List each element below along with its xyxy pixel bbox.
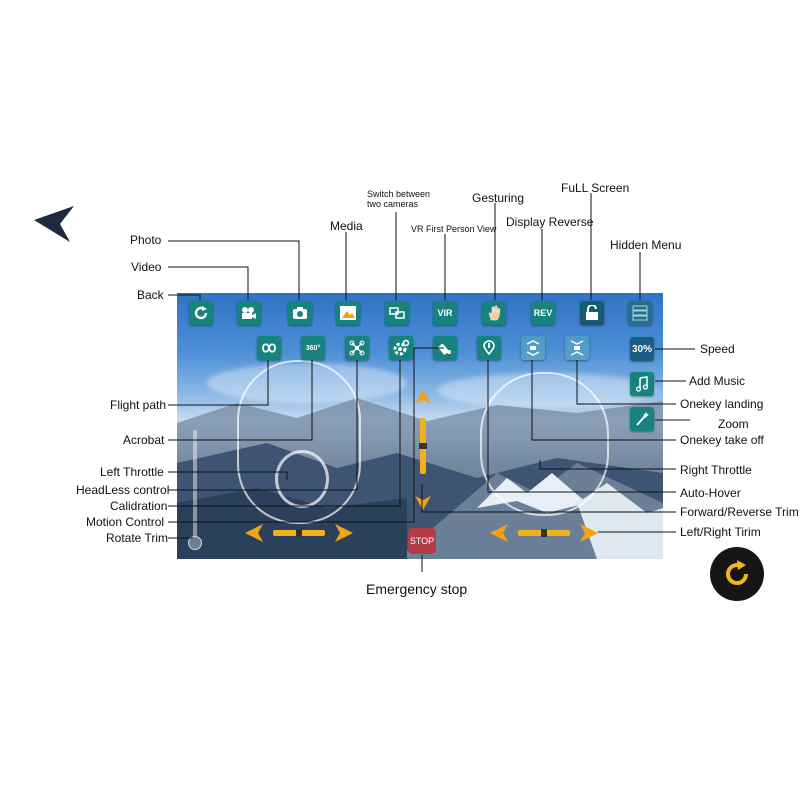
camera-icon: [293, 307, 307, 319]
calibration-button[interactable]: [389, 336, 413, 360]
label-left-right-trim: Left/Right Tirim: [680, 525, 761, 539]
emergency-stop-button[interactable]: STOP: [408, 528, 436, 554]
infinity-path-icon: [262, 343, 276, 353]
landing-arrows-icon: [570, 340, 584, 356]
label-calibration: Calidration: [110, 499, 168, 513]
back-button[interactable]: [189, 301, 213, 325]
label-flight-path: Flight path: [110, 398, 167, 412]
label-media: Media: [330, 219, 363, 233]
label-auto-hover: Auto-Hover: [680, 486, 741, 500]
label-acrobat: Acrobat: [123, 433, 165, 447]
takeoff-arrows-icon: [526, 340, 540, 356]
label-headless: HeadLess control: [76, 483, 170, 497]
switch-camera-button[interactable]: [385, 301, 409, 325]
rotate-trim-track[interactable]: [193, 430, 197, 538]
left-horizontal-trim[interactable]: [245, 522, 353, 544]
full-screen-button[interactable]: [580, 301, 604, 325]
unlock-icon: [586, 305, 598, 320]
label-photo: Photo: [130, 233, 162, 247]
location-pin-icon: [483, 340, 495, 356]
label-back: Back: [137, 288, 164, 302]
video-button[interactable]: [237, 301, 261, 325]
label-video: Video: [131, 260, 162, 274]
zoom-button[interactable]: [630, 407, 654, 431]
label-left-throttle: Left Throttle: [100, 465, 164, 479]
auto-hover-button[interactable]: [477, 336, 501, 360]
label-add-music: Add Music: [689, 374, 746, 388]
right-joystick-ring[interactable]: [480, 372, 609, 516]
vr-button[interactable]: VIR: [433, 301, 457, 325]
video-camera-icon: [242, 307, 256, 319]
add-music-button[interactable]: [630, 372, 654, 396]
photo-button[interactable]: [288, 301, 312, 325]
back-nav-arrow-icon[interactable]: [30, 200, 76, 246]
label-display-reverse: Display Reverse: [506, 215, 594, 229]
grid-menu-icon: [632, 305, 648, 321]
hidden-menu-button[interactable]: [628, 301, 652, 325]
label-fwd-rev-trim: Forward/Reverse Trim: [680, 505, 799, 519]
gallery-icon: [340, 306, 356, 320]
gear-icon: [393, 339, 410, 356]
label-emergency-stop: Emergency stop: [366, 581, 468, 597]
rotate-trim-handle[interactable]: [188, 536, 202, 550]
label-speed: Speed: [700, 342, 735, 356]
refresh-icon: [194, 306, 208, 320]
speed-button[interactable]: 30%: [630, 337, 654, 361]
label-hidden-menu: Hidden Menu: [610, 238, 682, 252]
label-full-screen: FuLL Screen: [561, 181, 630, 195]
rotate-screen-button[interactable]: [710, 547, 764, 601]
label-motion-control: Motion Control: [86, 515, 165, 529]
label-gesturing: Gesturing: [472, 191, 525, 205]
music-note-icon: [635, 376, 649, 392]
drone-icon: [349, 340, 365, 356]
label-zoom: Zoom: [718, 417, 749, 431]
label-onekey-takeoff: Onekey take off: [680, 433, 764, 447]
flight-path-button[interactable]: [257, 336, 281, 360]
label-switch-cameras: Switch between two cameras: [367, 189, 431, 209]
hand-icon: [488, 305, 501, 321]
satellite-icon: [437, 343, 451, 356]
gesture-button[interactable]: [482, 301, 506, 325]
display-reverse-button[interactable]: REV: [531, 301, 555, 325]
onekey-landing-button[interactable]: [565, 336, 589, 360]
left-right-trim[interactable]: [490, 522, 598, 544]
label-rotate-trim: Rotate Trim: [106, 531, 169, 545]
forward-reverse-trim-slider[interactable]: [413, 390, 433, 510]
rotate-icon: [726, 560, 748, 585]
onekey-takeoff-button[interactable]: [521, 336, 545, 360]
label-vr: VR First Person View: [411, 224, 497, 234]
switch-camera-icon: [389, 307, 405, 319]
acrobat-button[interactable]: 360°: [301, 336, 325, 360]
label-right-throttle: Right Throttle: [680, 463, 752, 477]
media-button[interactable]: [336, 301, 360, 325]
label-onekey-landing: Onekey landing: [680, 397, 764, 411]
left-joystick-ring[interactable]: [237, 360, 361, 524]
magic-wand-icon: [636, 412, 649, 426]
headless-button[interactable]: [345, 336, 369, 360]
